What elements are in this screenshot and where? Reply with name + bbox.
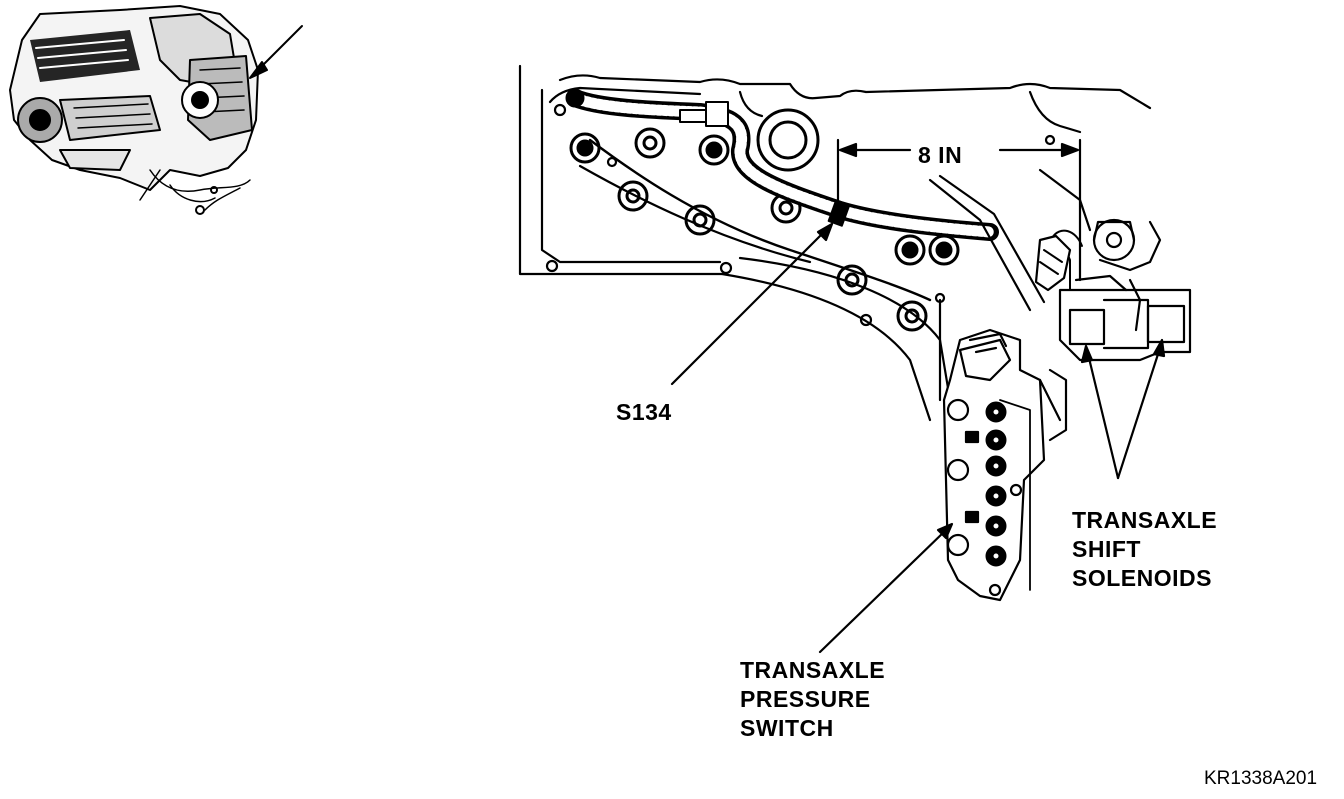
dimension-8in bbox=[836, 138, 1082, 282]
splice-s134-marker bbox=[827, 199, 851, 227]
figure-code: KR1338A201 bbox=[1204, 768, 1318, 789]
leader-lines bbox=[670, 222, 1166, 654]
pressure-switch-label-line: SWITCH bbox=[740, 715, 834, 741]
splice-s134-label: S134 bbox=[616, 399, 672, 425]
shift-solenoids-label: TRANSAXLE SHIFT SOLENOIDS bbox=[1072, 506, 1217, 593]
wiring-harness bbox=[565, 88, 1083, 312]
pressure-switch-label-line: PRESSURE bbox=[740, 686, 871, 712]
transaxle-case-outline bbox=[518, 64, 1152, 442]
pressure-switch-label: TRANSAXLE PRESSURE SWITCH bbox=[740, 656, 885, 743]
shift-solenoids-label-line: TRANSAXLE bbox=[1072, 507, 1218, 533]
engine-locator-thumbnail bbox=[9, 5, 303, 215]
shift-solenoids-label-line: SHIFT bbox=[1072, 536, 1141, 562]
shift-solenoid-assembly bbox=[1034, 218, 1192, 362]
shift-solenoids-label-line: SOLENOIDS bbox=[1072, 565, 1212, 591]
dimension-label: 8 IN bbox=[918, 142, 963, 168]
pressure-switch-label-line: TRANSAXLE bbox=[740, 657, 886, 683]
pressure-switch-assembly bbox=[942, 328, 1046, 602]
